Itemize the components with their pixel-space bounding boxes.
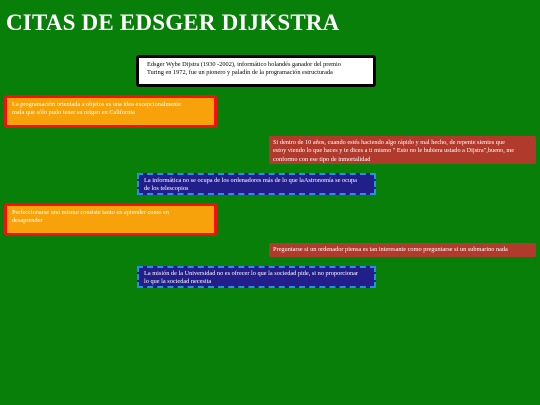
quote-text-line: desaprender xyxy=(12,217,43,225)
quote-text-line: La informática no se ocupa de los ordena… xyxy=(144,177,357,184)
quote-card-university[interactable]: La misión de la Universidad no es ofrece… xyxy=(137,266,376,288)
quote-text-line: La programación orientada a objetos es u… xyxy=(12,101,181,108)
page-title: CITAS DE EDSGER DIJKSTRA xyxy=(6,10,340,35)
quote-card-submarine[interactable]: Preguntarse si un ordenador piensa es ta… xyxy=(269,243,536,257)
intro-text-line: Turing en 1972, fue un pionero y paladín… xyxy=(147,69,333,77)
intro-card[interactable]: Edsger Wybe Dijstra (1930 -2002), inform… xyxy=(136,55,376,87)
quote-text-line: Perfeccionarse uno mismo consiste tanto … xyxy=(12,209,170,216)
quote-text-line: mala que sólo pudo tener su origen en Ca… xyxy=(12,109,135,117)
quote-card-oop[interactable]: La programación orientada a objetos es u… xyxy=(4,95,217,128)
quote-card-unlearn[interactable]: Perfeccionarse uno mismo consiste tanto … xyxy=(4,203,217,236)
quote-text-line: de los telescopios xyxy=(144,185,189,193)
quote-text-line: La misión de la Universidad no es ofrece… xyxy=(144,270,359,277)
intro-text-line: Edsger Wybe Dijstra (1930 -2002), inform… xyxy=(147,61,341,68)
quote-text-line: Preguntarse si un ordenador piensa es ta… xyxy=(273,246,508,253)
quote-text-line: Si dentro de 10 años, cuando estés hacie… xyxy=(273,139,505,146)
quote-text-line: lo que la sociedad necesita xyxy=(144,278,212,286)
quote-text-line: estoy viendo lo que haces y te dices a t… xyxy=(273,147,515,155)
quote-card-telescopes[interactable]: La informática no se ocupa de los ordena… xyxy=(137,173,376,195)
quote-text-line: conformo con ese tipo de inmortalidad xyxy=(273,155,371,163)
quote-card-immortality[interactable]: Si dentro de 10 años, cuando estés hacie… xyxy=(269,136,536,164)
